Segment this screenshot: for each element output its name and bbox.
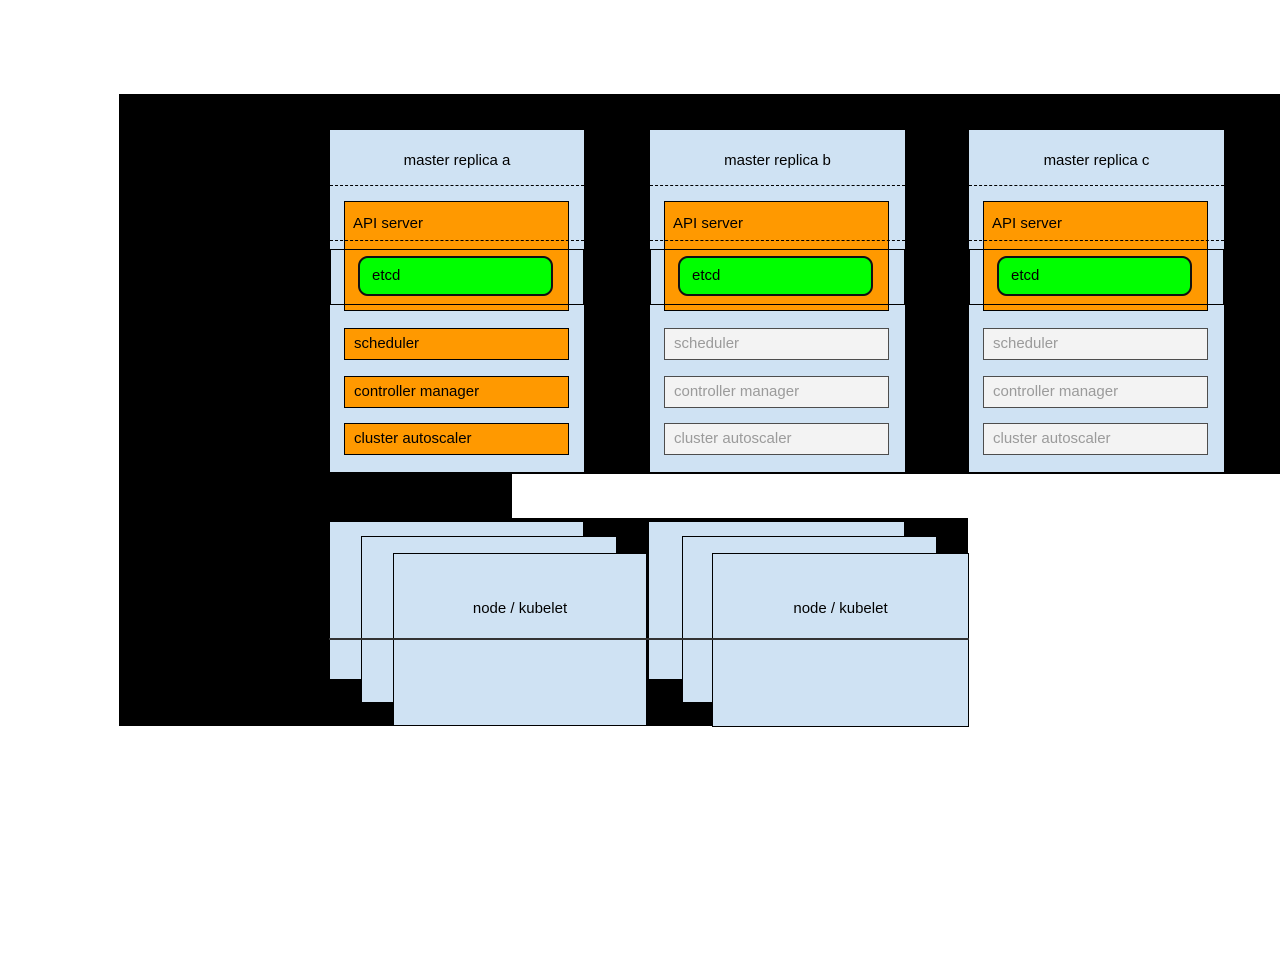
dashed-divider bbox=[330, 185, 584, 186]
api-server-label: API server bbox=[992, 215, 1063, 232]
master-replica-a-title: master replica a bbox=[403, 152, 511, 169]
cluster-autoscaler-box: cluster autoscaler bbox=[983, 423, 1208, 455]
dashed-divider bbox=[969, 185, 1224, 186]
api-server-box: API server etcd bbox=[664, 201, 889, 311]
etcd-box: etcd bbox=[358, 256, 553, 296]
master-replica-c-box: master replica c API server etcd schedul… bbox=[969, 130, 1224, 472]
dashed-divider bbox=[650, 240, 905, 241]
cluster-autoscaler-box: cluster autoscaler bbox=[664, 423, 889, 455]
etcd-zone-outline bbox=[969, 249, 1224, 305]
etcd-box: etcd bbox=[678, 256, 873, 296]
master-replica-c-title: master replica c bbox=[1043, 152, 1150, 169]
dashed-divider bbox=[330, 240, 584, 241]
etcd-zone-outline bbox=[330, 249, 584, 305]
etcd-box: etcd bbox=[997, 256, 1192, 296]
master-replica-b-box: master replica b API server etcd schedul… bbox=[650, 130, 905, 472]
etcd-zone-outline bbox=[650, 249, 905, 305]
master-replica-a-box: master replica a API server etcd schedul… bbox=[330, 130, 584, 472]
node-kubelet-label: node / kubelet bbox=[793, 600, 888, 617]
controller-manager-box: controller manager bbox=[664, 376, 889, 408]
api-server-box: API server etcd bbox=[344, 201, 569, 311]
background-panel-left-extension bbox=[119, 474, 512, 518]
node-kubelet-label: node / kubelet bbox=[472, 600, 568, 617]
controller-manager-box: controller manager bbox=[983, 376, 1208, 408]
node-kubelet-box-2: node / kubelet bbox=[712, 553, 969, 727]
master-replica-b-title: master replica b bbox=[724, 152, 831, 169]
scheduler-box: scheduler bbox=[344, 328, 569, 360]
scheduler-box: scheduler bbox=[664, 328, 889, 360]
api-server-box: API server etcd bbox=[983, 201, 1208, 311]
controller-manager-box: controller manager bbox=[344, 376, 569, 408]
scheduler-box: scheduler bbox=[983, 328, 1208, 360]
api-server-label: API server bbox=[673, 215, 744, 232]
dashed-divider bbox=[650, 185, 905, 186]
node-connector-line bbox=[329, 638, 969, 640]
dashed-divider bbox=[969, 240, 1224, 241]
cluster-autoscaler-box: cluster autoscaler bbox=[344, 423, 569, 455]
api-server-label: API server bbox=[353, 215, 424, 232]
